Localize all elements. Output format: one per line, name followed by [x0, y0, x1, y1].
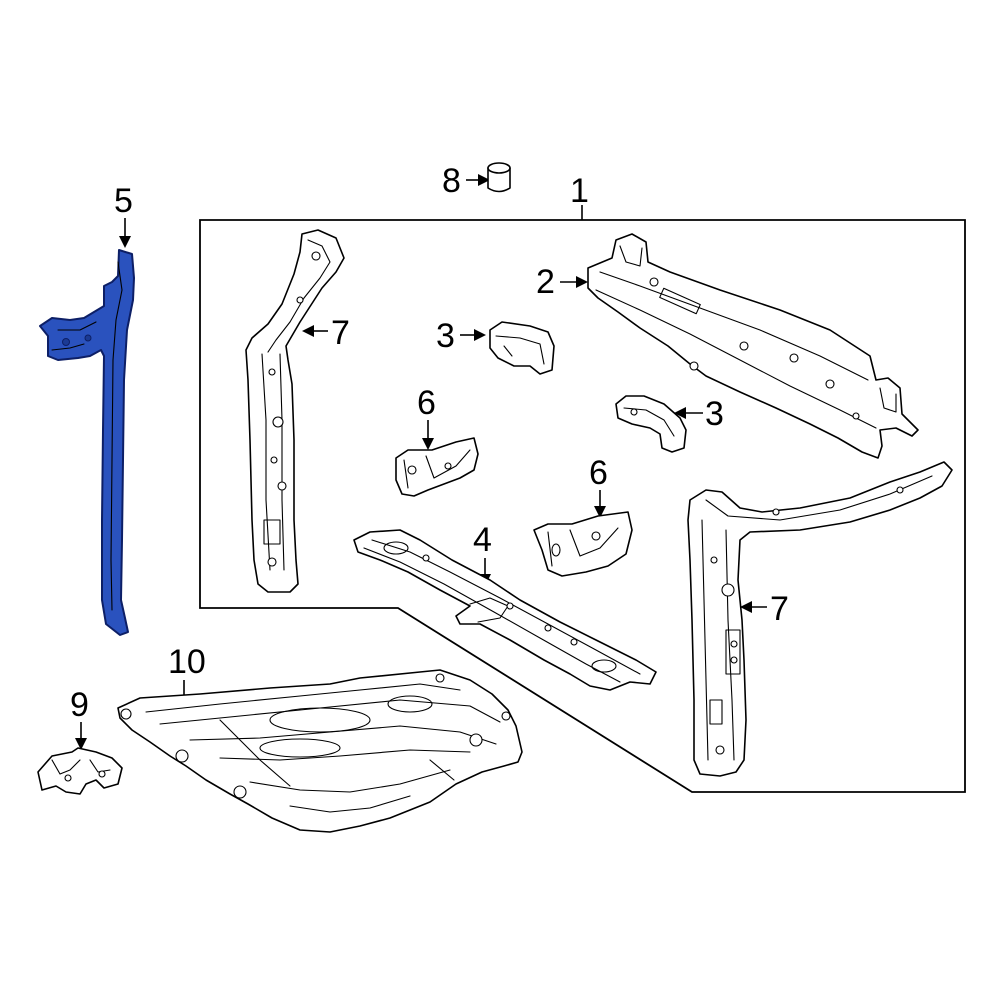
- callout-3-lower[interactable]: 3: [705, 395, 724, 433]
- callout-1[interactable]: 1: [570, 172, 589, 210]
- callout-5[interactable]: 5: [114, 182, 133, 220]
- callout-6-left[interactable]: 6: [417, 384, 436, 422]
- callout-7-left[interactable]: 7: [331, 314, 350, 352]
- part-7-left-side-support[interactable]: [245, 229, 345, 593]
- part-3-upper-bracket[interactable]: [489, 321, 555, 375]
- part-5-body[interactable]: [39, 249, 135, 636]
- part-6-left-bracket[interactable]: [395, 437, 479, 497]
- callout-6-right[interactable]: 6: [589, 454, 608, 492]
- part-5-support-brace-highlighted[interactable]: [39, 249, 135, 636]
- callout-9[interactable]: 9: [70, 686, 89, 724]
- part-6-right-bracket[interactable]: [533, 511, 633, 577]
- part-4-lower-tie-bar[interactable]: [353, 529, 657, 691]
- part-9-bracket[interactable]: [37, 747, 123, 795]
- part-2-upper-tie-bar[interactable]: [587, 233, 919, 459]
- part-8-plug[interactable]: [487, 162, 511, 193]
- callout-2[interactable]: 2: [536, 263, 555, 301]
- callout-8[interactable]: 8: [442, 162, 461, 200]
- part-7-right-side-support[interactable]: [687, 461, 953, 777]
- part-10-under-cover[interactable]: [117, 669, 523, 833]
- callout-3-upper[interactable]: 3: [436, 317, 455, 355]
- callout-10[interactable]: 10: [168, 643, 206, 681]
- part-3-lower-bracket[interactable]: [615, 395, 687, 453]
- callout-4[interactable]: 4: [473, 521, 492, 559]
- callout-7-right[interactable]: 7: [770, 590, 789, 628]
- assembly-frame: [199, 219, 966, 793]
